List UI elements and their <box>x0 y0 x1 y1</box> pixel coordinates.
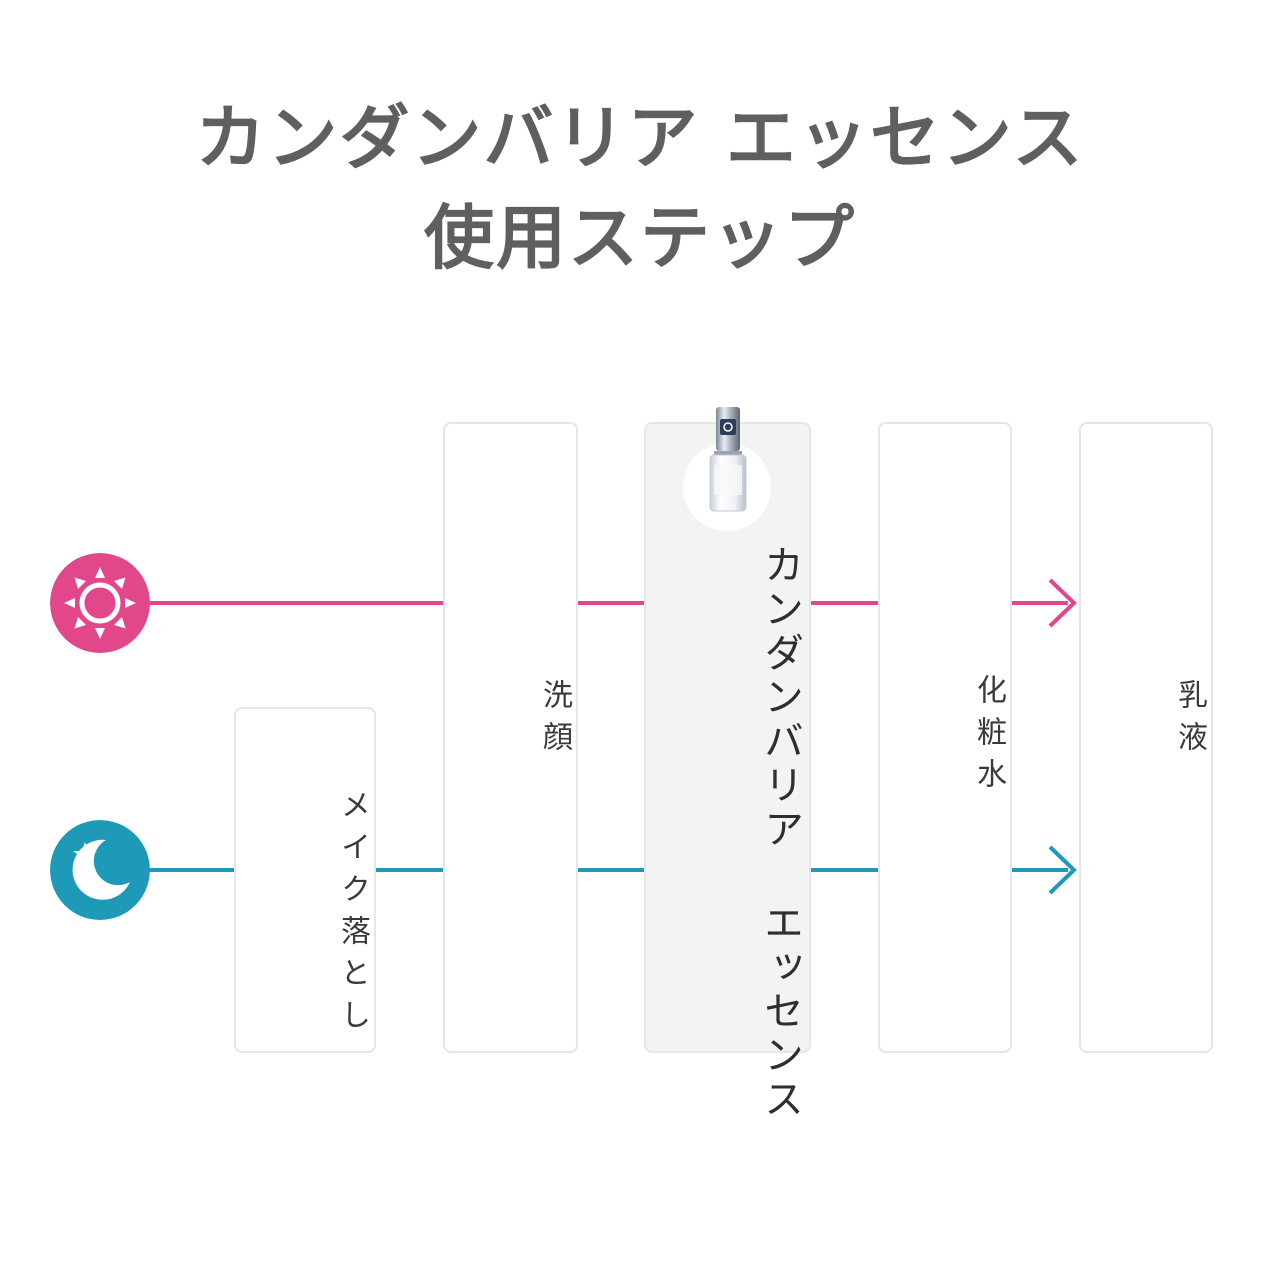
moon-star-icon <box>50 820 150 920</box>
step-box-makeup-removal: メイク落とし <box>234 707 376 1053</box>
step-label-face-wash: 洗顔 <box>537 679 572 763</box>
page-title-line-2: 使用ステップ <box>424 197 856 279</box>
product-bottle-image <box>709 407 747 512</box>
step-box-toner: 化粧水 <box>878 422 1012 1053</box>
sun-icon <box>50 553 150 653</box>
step-label-essence: カンダンバリア エッセンス <box>757 544 803 1122</box>
step-label-toner: 化粧水 <box>971 674 1006 800</box>
step-box-emulsion: 乳液 <box>1079 422 1213 1053</box>
night-arrowhead <box>1048 845 1077 895</box>
step-label-emulsion: 乳液 <box>1172 679 1207 763</box>
step-label-makeup-removal: メイク落とし <box>335 789 370 1041</box>
morning-arrowhead <box>1048 578 1077 628</box>
page-title-line-1: カンダンバリア エッセンス <box>195 97 1085 179</box>
step-box-face-wash: 洗顔 <box>443 422 578 1053</box>
